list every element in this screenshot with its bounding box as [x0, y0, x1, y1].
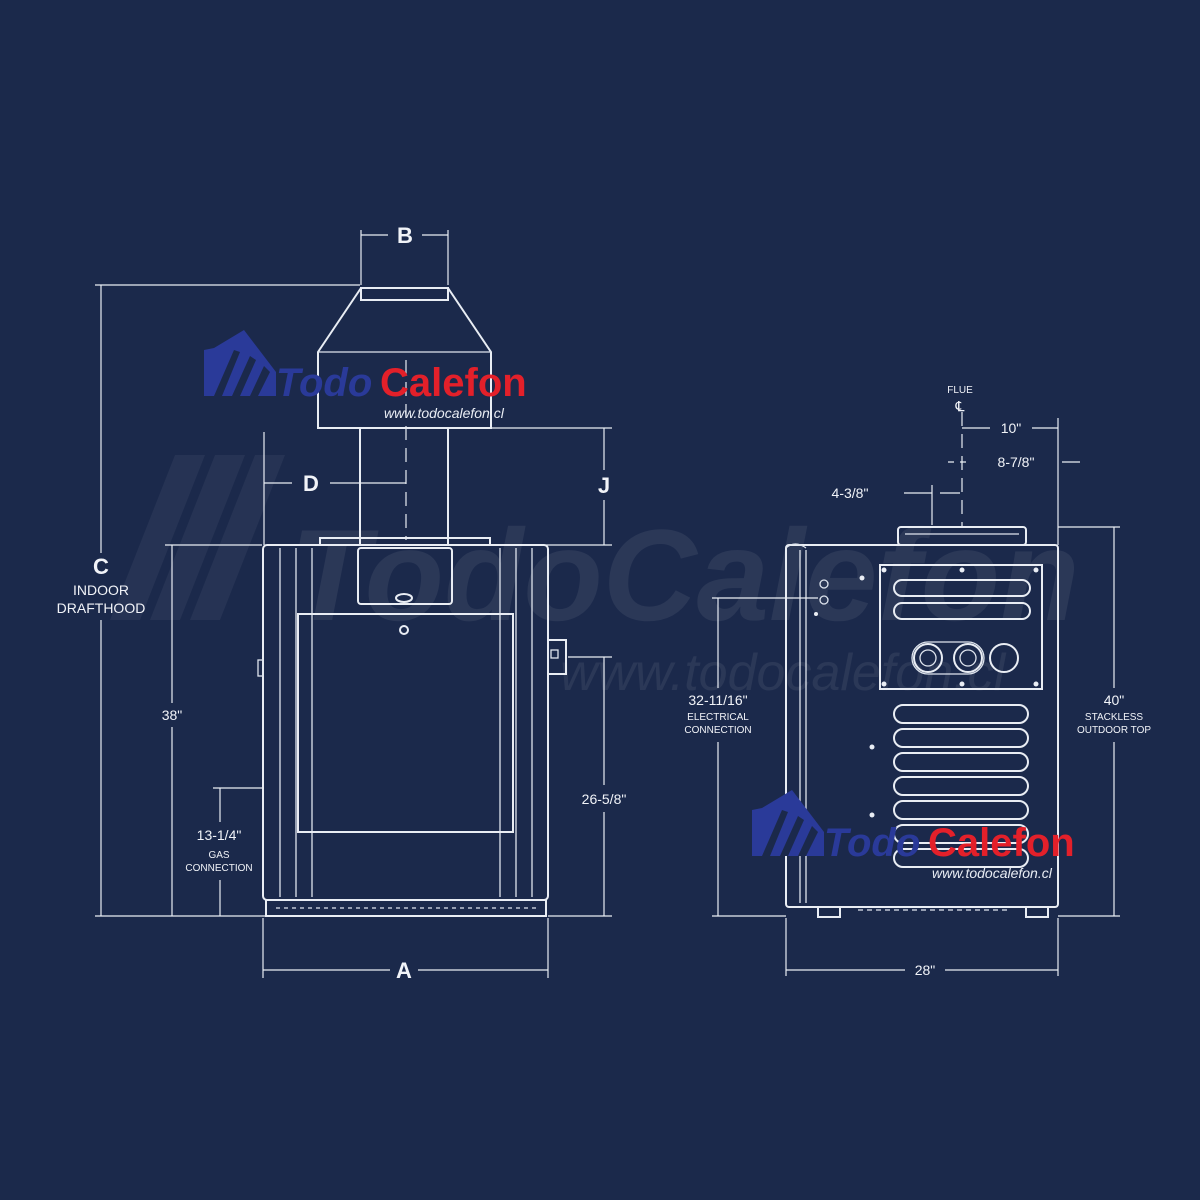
label-stackless-height: 40" — [1104, 692, 1125, 708]
logo-calefon-text: Calefon — [380, 361, 527, 405]
connection-panel — [879, 564, 1043, 690]
logo-calefon-text: Calefon — [928, 821, 1075, 865]
side-cabinet — [785, 544, 1059, 908]
label-gas-line1: GAS — [208, 850, 229, 861]
brand-logo-top: Todo Calefon www.todocalefon.cl — [204, 330, 527, 421]
gas-stub — [547, 639, 567, 675]
label-c-line1: INDOOR — [73, 582, 129, 598]
label-elec-line1: ELECTRICAL — [687, 712, 749, 723]
watermark-brand: TodoCalefon — [290, 502, 1080, 648]
label-stackless-line2: OUTDOOR TOP — [1077, 725, 1151, 736]
label-10: 10" — [1001, 420, 1022, 436]
label-elec-height: 32-11/16" — [688, 692, 747, 708]
front-view: B C INDOOR DRAFTHOOD D J 38" 13-1/4" GAS… — [57, 223, 627, 983]
label-878: 8-7/8" — [998, 454, 1035, 470]
label-gas-line2: CONNECTION — [185, 863, 252, 874]
label-438: 4-3/8" — [832, 485, 869, 501]
label-elec-line2: CONNECTION — [684, 725, 751, 736]
top-cap — [319, 537, 491, 545]
flame-logo-icon — [204, 330, 276, 396]
label-gas-height: 13-1/4" — [197, 827, 242, 843]
side-view: FLUE ℄ 10" 8-7/8" 4-3/8" 32-11/16" ELECT… — [684, 385, 1151, 978]
logo-todo-text: Todo — [824, 821, 920, 865]
label-c: C — [93, 554, 109, 579]
label-28: 28" — [915, 962, 936, 978]
label-flue: FLUE — [947, 385, 973, 396]
logo-todo-text: Todo — [276, 361, 372, 405]
label-stackless-line1: STACKLESS — [1085, 712, 1143, 723]
drafthood — [317, 287, 492, 429]
watermark-url: www.todocalefon.cl — [560, 644, 1007, 702]
background-watermark: TodoCalefon www.todocalefon.cl — [110, 455, 1080, 702]
label-c-line2: DRAFTHOOD — [57, 600, 146, 616]
flame-logo-icon — [752, 790, 824, 856]
label-a: A — [396, 958, 412, 983]
label-26: 26-5/8" — [582, 791, 627, 807]
water-connections — [911, 641, 1019, 675]
label-b: B — [397, 223, 413, 248]
brand-logo-bottom: Todo Calefon www.todocalefon.cl — [752, 790, 1075, 881]
logo-url-text: www.todocalefon.cl — [932, 865, 1053, 881]
label-flue-cl: ℄ — [955, 398, 965, 414]
heater-base — [265, 899, 547, 917]
label-j: J — [598, 473, 610, 498]
side-louvers — [893, 704, 1029, 868]
label-38: 38" — [162, 707, 183, 723]
control-window — [357, 547, 453, 605]
label-d: D — [303, 471, 319, 496]
front-panel — [297, 613, 514, 833]
watermark-flame-icon — [110, 455, 285, 620]
logo-url-text: www.todocalefon.cl — [384, 405, 505, 421]
flue-collar — [360, 287, 449, 301]
